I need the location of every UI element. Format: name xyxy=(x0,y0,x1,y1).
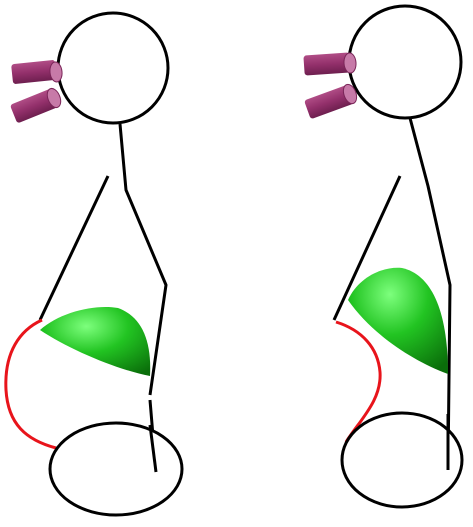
figure-right xyxy=(303,6,462,507)
tube-lower-right xyxy=(304,83,359,120)
tube-upper-right xyxy=(303,52,356,75)
diaphragm-dome-right xyxy=(348,268,448,374)
tubes-right xyxy=(303,52,359,119)
pelvis-left xyxy=(50,423,182,515)
head-right xyxy=(349,6,461,118)
tubes-left xyxy=(10,60,63,124)
head-left xyxy=(58,13,168,123)
abdominal-contour-left xyxy=(6,320,56,448)
anterior-wall-left xyxy=(40,176,108,320)
pelvis-right xyxy=(342,413,462,507)
figure-left xyxy=(6,13,182,515)
tube-lower-left xyxy=(10,86,63,123)
tube-upper-left xyxy=(11,60,63,84)
diaphragm-dome-left xyxy=(40,307,150,376)
